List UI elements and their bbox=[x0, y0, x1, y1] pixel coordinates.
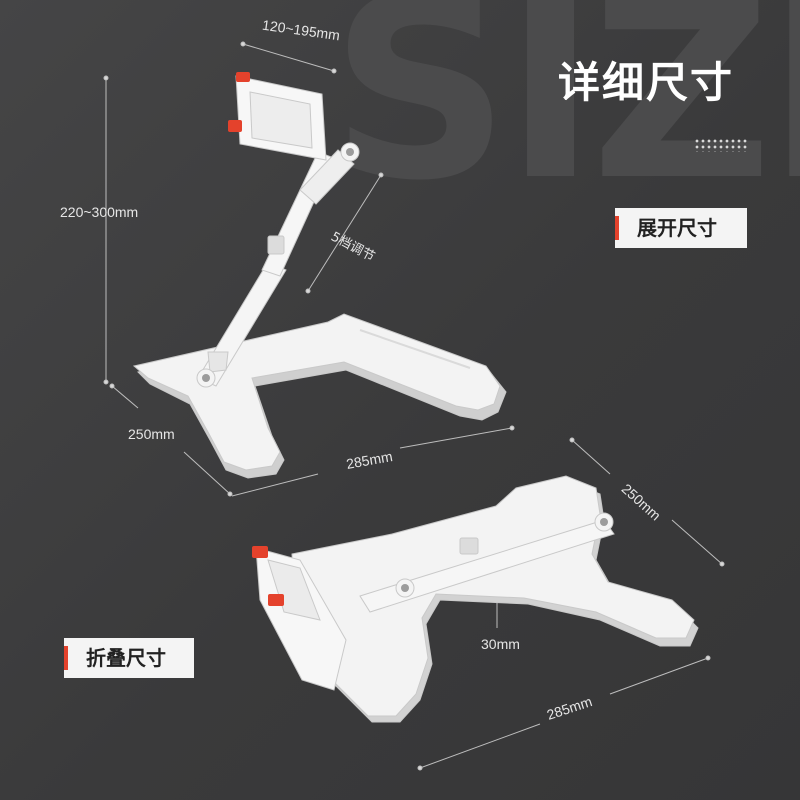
page-title: 详细尺寸 bbox=[558, 58, 735, 107]
folded-thickness-label: 30mm bbox=[481, 636, 520, 652]
folded-size-tag: 折叠尺寸 bbox=[64, 638, 194, 678]
folded-stand bbox=[252, 475, 699, 723]
background-watermark: SIZI bbox=[330, 0, 800, 235]
unfolded-stand bbox=[132, 72, 507, 479]
dot-pattern-decoration bbox=[694, 138, 748, 152]
unfolded-size-tag: 展开尺寸 bbox=[615, 208, 747, 248]
unfolded-depth-label: 250mm bbox=[128, 426, 175, 442]
unfolded-dimension-lines bbox=[103, 41, 515, 497]
folded-dimension-lines bbox=[417, 437, 725, 771]
height-range-label: 220~300mm bbox=[60, 204, 139, 220]
